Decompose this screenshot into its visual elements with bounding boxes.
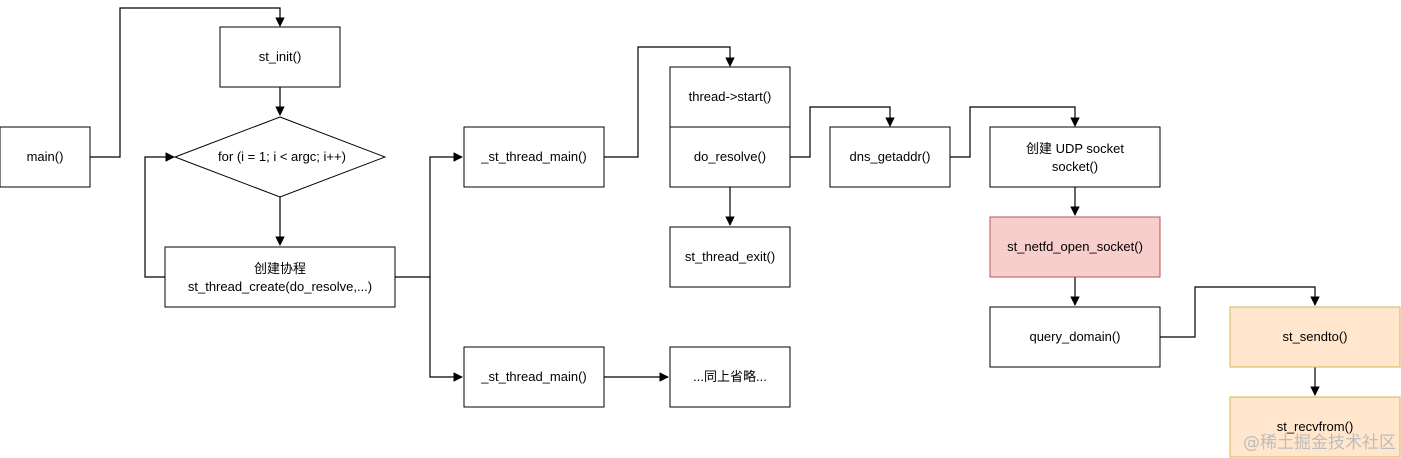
edge-do-resolve-to-dns-getaddr <box>790 106 895 158</box>
node-st-recvfrom: st_recvfrom() <box>1229 396 1401 458</box>
node-st-thread-main-1-label: _st_thread_main() <box>480 149 587 164</box>
node-st-thread-exit-label: st_thread_exit() <box>685 249 775 264</box>
edge-create-to-thread-main-2 <box>429 277 463 382</box>
node-st-thread-main-2: _st_thread_main() <box>463 346 605 408</box>
node-st-netfd-open-socket: st_netfd_open_socket() <box>989 216 1161 278</box>
node-create-coroutine: 创建协程 st_thread_create(do_resolve,...) <box>164 246 396 308</box>
node-do-resolve: do_resolve() <box>669 126 791 188</box>
node-same-as-above-label: ...同上省略... <box>693 369 767 384</box>
node-create-udp-socket-line-2: socket() <box>1052 159 1098 174</box>
node-query-domain-label: query_domain() <box>1029 329 1120 344</box>
node-st-sendto: st_sendto() <box>1229 306 1401 368</box>
node-main-label: main() <box>27 149 64 164</box>
node-st-init-label: st_init() <box>259 49 302 64</box>
node-query-domain: query_domain() <box>989 306 1161 368</box>
node-dns-getaddr: dns_getaddr() <box>829 126 951 188</box>
node-st-recvfrom-label: st_recvfrom() <box>1277 419 1354 434</box>
node-create-coroutine-line-2: st_thread_create(do_resolve,...) <box>188 279 372 294</box>
edge-main-to-st-init <box>90 7 285 158</box>
edge-thread-main-1-to-thread-start <box>604 46 735 158</box>
edge-create-loop-back <box>144 152 175 278</box>
watermark: @稀土掘金技术社区 <box>1243 433 1396 453</box>
node-for-loop-label: for (i = 1; i < argc; i++) <box>218 149 346 164</box>
nodes: main() st_init() for (i = 1; i < argc; i… <box>0 26 1401 458</box>
node-same-as-above: ...同上省略... <box>669 346 791 408</box>
node-create-udp-socket-line-1: 创建 UDP socket <box>1026 141 1124 156</box>
node-st-thread-exit: st_thread_exit() <box>669 226 791 288</box>
node-thread-start-label: thread->start() <box>689 89 772 104</box>
node-main: main() <box>0 126 91 188</box>
node-thread-start: thread->start() <box>669 66 791 128</box>
node-st-init: st_init() <box>219 26 341 88</box>
node-st-sendto-label: st_sendto() <box>1282 329 1347 344</box>
node-st-thread-main-1: _st_thread_main() <box>463 126 605 188</box>
node-do-resolve-label: do_resolve() <box>694 149 766 164</box>
node-st-thread-main-2-label: _st_thread_main() <box>480 369 587 384</box>
node-st-netfd-open-socket-label: st_netfd_open_socket() <box>1007 239 1143 254</box>
node-create-udp-socket: 创建 UDP socket socket() <box>989 126 1161 188</box>
edge-create-to-thread-main-1 <box>395 152 463 278</box>
edge-query-domain-to-sendto <box>1160 286 1320 338</box>
node-dns-getaddr-label: dns_getaddr() <box>850 149 931 164</box>
node-create-coroutine-line-1: 创建协程 <box>254 261 306 276</box>
edges <box>90 7 1320 396</box>
edge-dns-getaddr-to-create-udp <box>950 106 1080 158</box>
node-for-loop-decision: for (i = 1; i < argc; i++) <box>173 116 387 198</box>
